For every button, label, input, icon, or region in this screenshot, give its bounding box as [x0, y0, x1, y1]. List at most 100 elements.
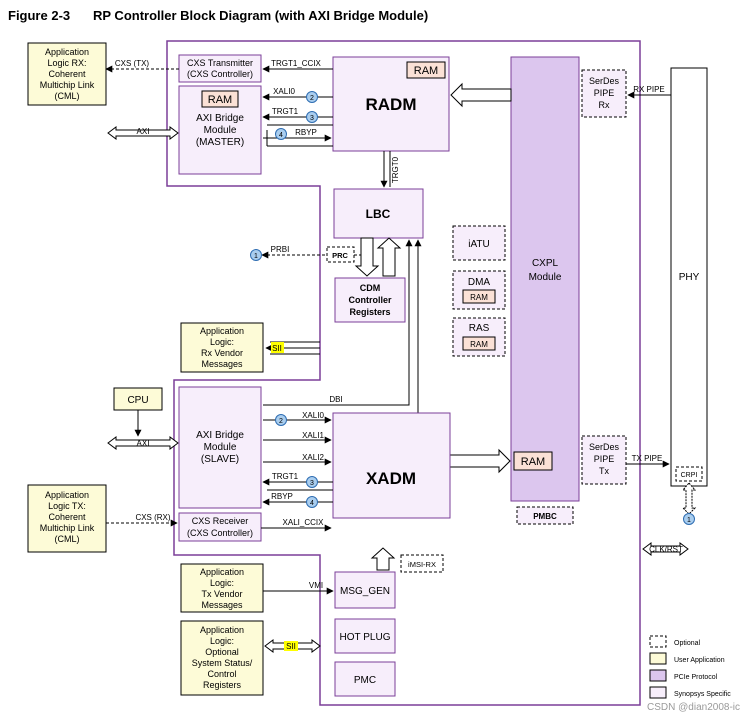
pmbc-label: PMBC [533, 512, 557, 521]
crpi-block [675, 466, 703, 482]
badge-3-master-label: 3 [310, 115, 314, 122]
cxs-receiver-block [178, 512, 262, 542]
app-logic-rx-vendor [180, 322, 264, 373]
vmi-label: VMI [309, 581, 323, 590]
controller-outline [166, 40, 641, 706]
trgt1-master-label: TRGT1 [272, 107, 299, 116]
app-rx-vendor-line3: Rx Vendor [201, 348, 243, 358]
pmc-label: PMC [354, 675, 376, 686]
badge-4-slave [306, 496, 318, 508]
sii-optional-label: SII [286, 642, 296, 651]
legend-user-app-label: User Application [674, 657, 725, 664]
app-logic-tx-vendor [180, 563, 264, 613]
imsi-rx-label: iMSI-RX [408, 560, 436, 569]
crpi-label: CRPI [681, 472, 698, 479]
dbi-label: DBI [329, 395, 342, 404]
app-rx-vendor-line2: Logic: [210, 337, 234, 347]
badge-3-slave [306, 476, 318, 488]
trgt0-label: TRGT0 [391, 156, 400, 183]
cxpl-label-line1: CXPL [532, 258, 559, 269]
trgt1-slave-label: TRGT1 [272, 472, 299, 481]
legend-synopsys-swatch [649, 686, 667, 699]
serdes-rx-line2: PIPE [594, 88, 615, 98]
cdm-line2: Controller [348, 295, 391, 305]
phy-label: PHY [679, 272, 700, 283]
axi-slave-line3: (SLAVE) [201, 454, 239, 465]
cxs-receiver-line2: (CXS Controller) [187, 528, 253, 538]
dma-label: DMA [468, 277, 491, 288]
app-tx-vendor-line1: Application [200, 567, 244, 577]
xali0-master-label: XALI0 [273, 87, 295, 96]
lbc-block [333, 188, 424, 239]
badge-1-prbi-label: 1 [254, 253, 258, 260]
axi-master-bus-label: AXI [137, 127, 150, 136]
msg-gen-label: MSG_GEN [340, 586, 390, 597]
axi-slave-bus-arrow [107, 436, 179, 450]
trgt1-ccix-label: TRGT1_CCIX [271, 59, 321, 68]
prc-block [326, 246, 355, 263]
axi-master-ram-label: RAM [208, 94, 232, 106]
badge-2-slave-label: 2 [279, 418, 283, 425]
cxs-receiver-line1: CXS Receiver [192, 516, 249, 526]
app-logic-rx-line2: Logic RX: [47, 58, 86, 68]
serdes-tx-line2: PIPE [594, 454, 615, 464]
xali-ccix-label: XALI_CCIX [283, 518, 325, 527]
sii-optional-highlight [284, 641, 298, 651]
app-optional-line3: Optional [205, 647, 239, 657]
radm-label: RADM [366, 95, 417, 114]
axi-slave-bus-label: AXI [137, 439, 150, 448]
pmc-block [334, 661, 396, 697]
badge-1-crpi-label: 1 [687, 517, 691, 524]
app-logic-tx-line4: Multichip Link [40, 523, 95, 533]
legend-optional-swatch [649, 635, 667, 648]
cxs-tx-label: CXS (TX) [115, 59, 150, 68]
iatu-block [452, 225, 506, 261]
clk-rst-label: CLK/RST [649, 545, 683, 554]
radm-ram-label: RAM [414, 65, 438, 77]
rbyp-slave-label: RBYP [271, 492, 293, 501]
serdes-rx-line1: SerDes [589, 76, 620, 86]
prbi-label: PRBI [271, 245, 290, 254]
cxpl-ram-label: RAM [521, 456, 545, 468]
cxs-transmitter-line2: (CXS Controller) [187, 69, 253, 79]
app-logic-rx-line1: Application [45, 47, 89, 57]
axi-master-ram [201, 90, 239, 108]
cdm-line1: CDM [360, 283, 381, 293]
app-logic-tx-line2: Logic TX: [48, 501, 86, 511]
xali2-slave-label: XALI2 [302, 453, 324, 462]
app-logic-tx-line3: Coherent [48, 512, 86, 522]
serdes-tx-block [581, 435, 627, 485]
badge-2-master [306, 91, 318, 103]
cxpl-label-line2: Module [529, 272, 562, 283]
axi-bridge-slave-block [178, 386, 262, 509]
pmbc-block [516, 506, 574, 525]
axi-slave-line1: AXI Bridge [196, 430, 244, 441]
axi-slave-line2: Module [204, 442, 237, 453]
msg-gen-block [334, 571, 396, 609]
tx-pipe-label: TX PIPE [632, 454, 663, 463]
legend-pcie-label: PCIe Protocol [674, 674, 718, 681]
badge-3-master [306, 111, 318, 123]
app-logic-rx-line3: Coherent [48, 69, 86, 79]
figure-title: RP Controller Block Diagram (with AXI Br… [93, 8, 428, 23]
imsi-rx-block [400, 554, 444, 573]
iatu-label: iATU [468, 239, 489, 250]
ras-ram-label: RAM [470, 340, 488, 349]
xali0-slave-label: XALI0 [302, 411, 324, 420]
serdes-tx-line3: Tx [599, 466, 609, 476]
figure-number: Figure 2-3 [8, 8, 70, 23]
badge-4-master [275, 128, 287, 140]
app-optional-line6: Registers [203, 680, 242, 690]
clk-rst-bus-arrow [642, 542, 689, 556]
sii-rx-highlight [271, 342, 284, 353]
crpi-bus-arrow [681, 482, 697, 515]
serdes-tx-line1: SerDes [589, 442, 620, 452]
xadm-to-cxpl-arrow [449, 448, 511, 474]
dma-ram-label: RAM [470, 293, 488, 302]
app-rx-vendor-line1: Application [200, 326, 244, 336]
badge-2-slave [275, 414, 287, 426]
app-logic-optional [180, 620, 264, 696]
app-tx-vendor-line3: Tx Vendor [201, 589, 242, 599]
app-logic-rx-line4: Multichip Link [40, 80, 95, 90]
